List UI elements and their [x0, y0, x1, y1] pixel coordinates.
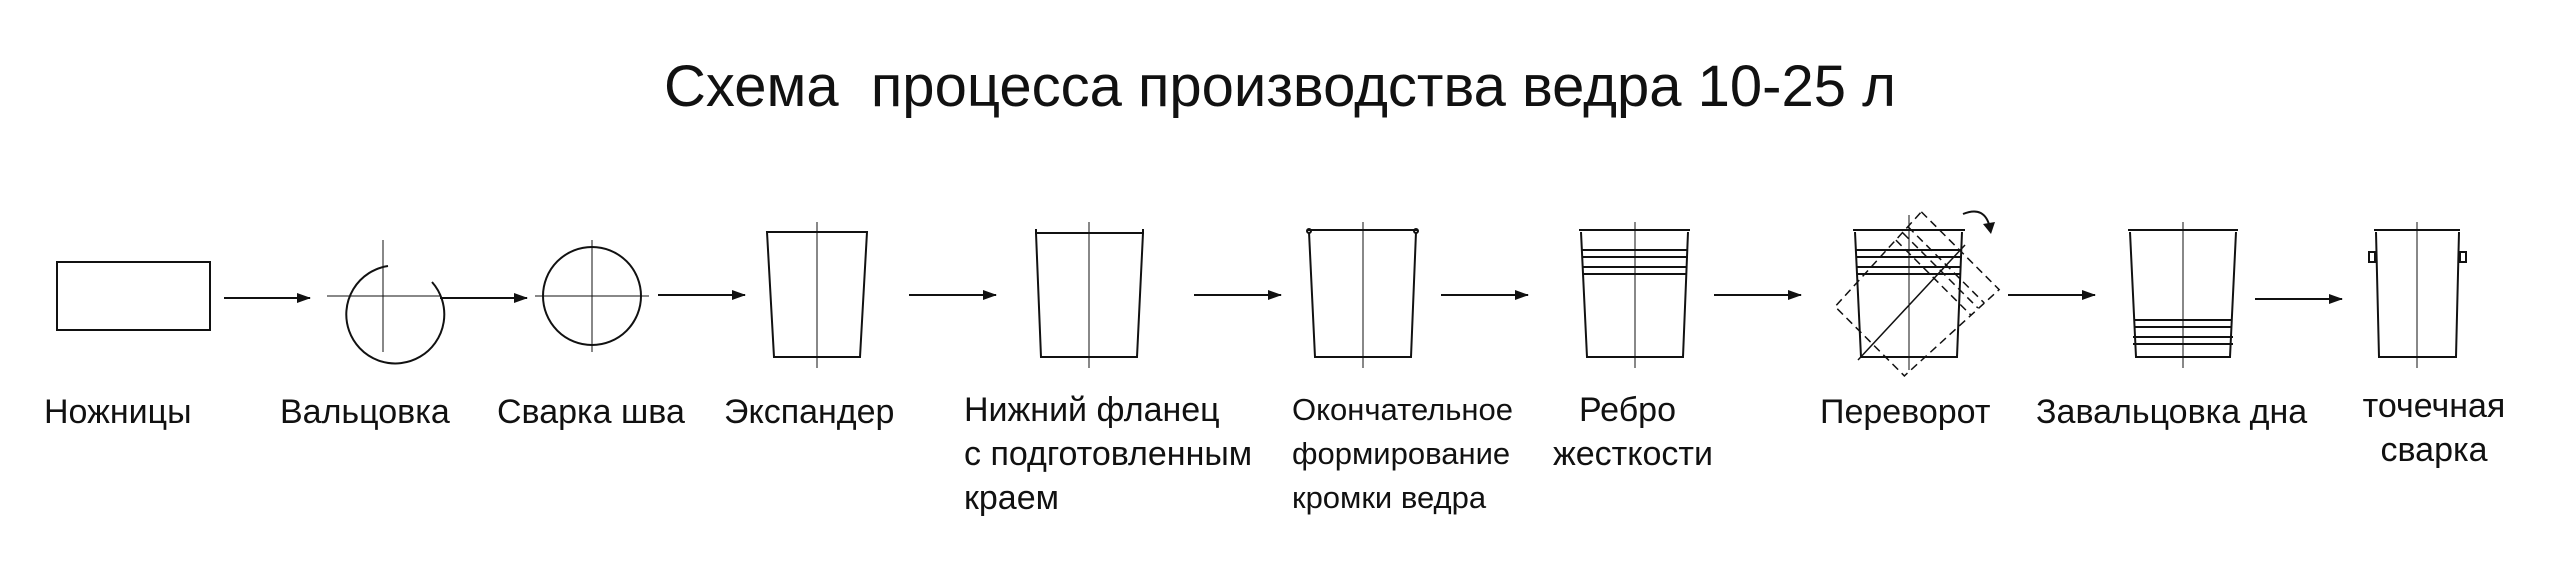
diagram-title: Схема процесса производства ведра 10-25 … [664, 54, 1896, 119]
step-label-tochechnaya-svarka: точечная сварка [2362, 387, 2506, 469]
sheet-blank-shape [56, 261, 211, 331]
step-label-nizhniy-flanets: Нижний фланец с подготовленным краем [964, 391, 1253, 517]
expanded-shell-shape [765, 222, 869, 368]
step-label-nozhnitsy: Ножницы [44, 393, 192, 431]
step-label-zavaltsovka-dna: Завальцовка дна [2036, 393, 2308, 431]
welded-shell-shape [535, 240, 649, 352]
seamed-bottom-shape [2128, 222, 2238, 368]
step-label-okonchatelnoe-formirovanie: Окончательное формирование кромки ведра [1292, 392, 1513, 515]
step-label-valtsovka: Вальцовка [280, 393, 450, 431]
rolled-shell-shape [327, 240, 446, 365]
flip-operation-shape [1834, 210, 2001, 377]
ribbed-shell-shape [1579, 222, 1690, 368]
flanged-shell-shape [1035, 222, 1144, 368]
formed-rim-shape [1306, 222, 1419, 368]
spot-welded-shape [2368, 222, 2467, 368]
step-label-perevorot: Переворот [1820, 393, 1991, 431]
flow-arrows [224, 290, 2343, 304]
step-label-svarka-shva: Сварка шва [497, 393, 685, 431]
step-label-rebro-zhestkosti: Ребро жесткости [1553, 391, 1713, 473]
step-label-ekspander: Экспандер [724, 393, 895, 431]
